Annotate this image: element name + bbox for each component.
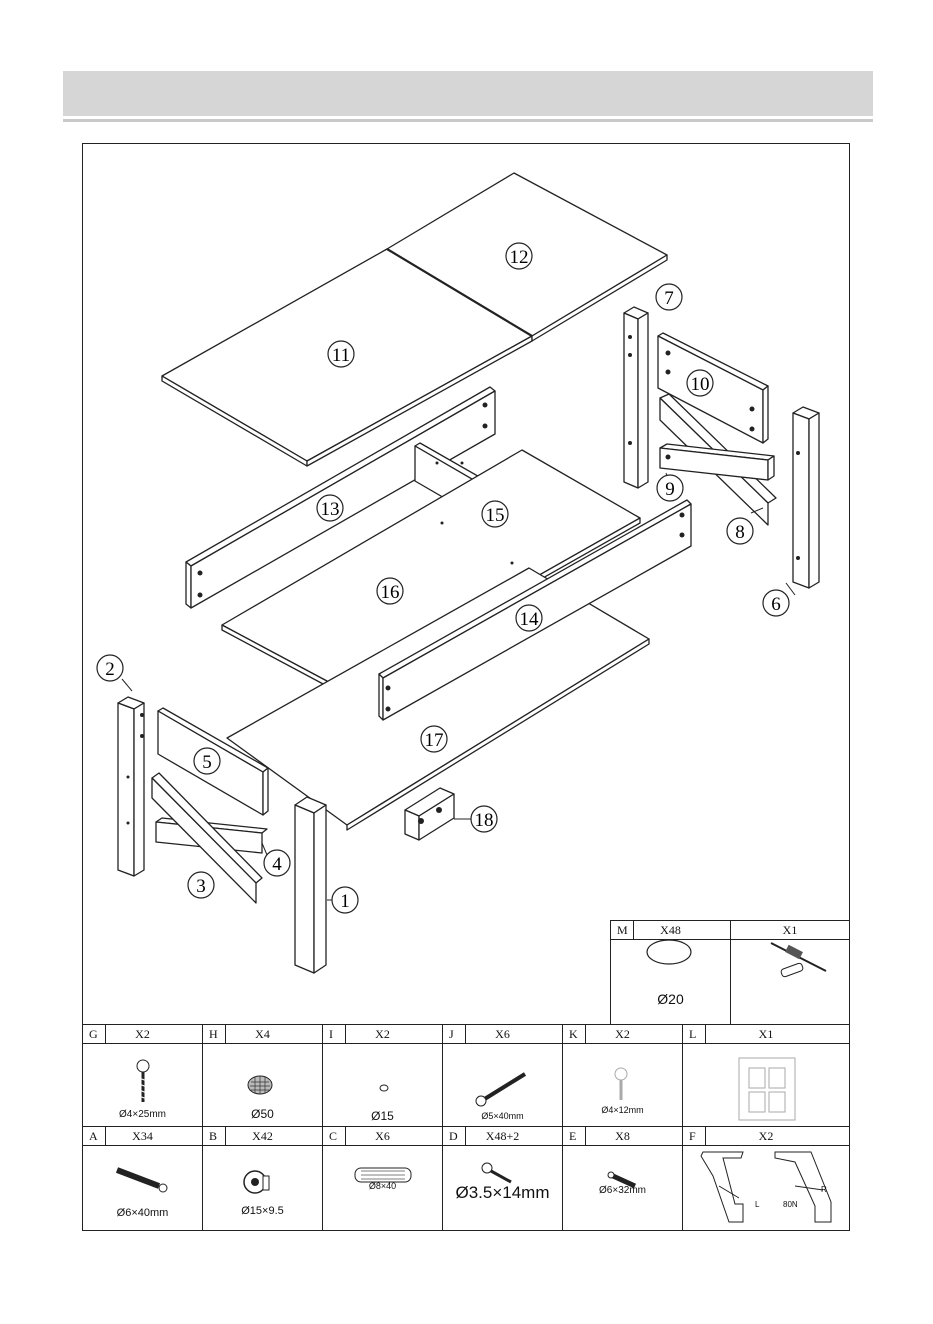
- callout-4: 4: [272, 854, 282, 875]
- leg-1: [295, 797, 326, 973]
- hardware-size: Ø8×40: [323, 1181, 442, 1191]
- callout-1: 1: [340, 891, 350, 912]
- hinge-label-force: 80N: [783, 1200, 798, 1209]
- hardware-qty: X48+2: [443, 1129, 562, 1144]
- callout-6: 6: [771, 594, 781, 615]
- hardware-qty: X8: [563, 1129, 682, 1144]
- header-bar: [63, 71, 873, 116]
- hardware-qty: X2: [83, 1027, 202, 1042]
- hardware-size: Ø50: [203, 1107, 322, 1121]
- callout-11: 11: [332, 345, 350, 366]
- cam-bolt-icon: [83, 1146, 204, 1232]
- header-rule: [63, 119, 873, 122]
- hardware-size: Ø3.5×14mm: [443, 1183, 562, 1203]
- leg-7: [624, 307, 648, 488]
- hardware-cell-m-head: M X48: [611, 921, 730, 940]
- callout-16: 16: [381, 582, 400, 603]
- hardware-size: Ø4×25mm: [83, 1109, 202, 1120]
- hardware-cell-tool: X1: [730, 920, 850, 1025]
- sticker-sheet-icon: [683, 1044, 851, 1128]
- callout-18: 18: [475, 810, 494, 831]
- callout-9: 9: [665, 479, 675, 500]
- hardware-qty: X42: [203, 1129, 322, 1144]
- callout-15: 15: [486, 505, 505, 526]
- hardware-size: Ø15×9.5: [203, 1205, 322, 1217]
- callout-12: 12: [510, 247, 529, 268]
- hardware-qty: X2: [323, 1027, 442, 1042]
- hardware-size: Ø6×40mm: [83, 1207, 202, 1219]
- callout-3: 3: [196, 876, 206, 897]
- short-screw-icon: [563, 1044, 684, 1128]
- callout-2: 2: [105, 659, 115, 680]
- leg-2: [118, 697, 144, 876]
- leg-6: [793, 407, 819, 588]
- hinge-label-left: L: [755, 1200, 759, 1209]
- hinge-label-right: R: [821, 1185, 827, 1194]
- hardware-qty: X34: [83, 1129, 202, 1144]
- hardware-qty: X2: [563, 1027, 682, 1042]
- hardware-size: Ø5×40mm: [443, 1111, 562, 1121]
- exploded-diagram: 1 2 3 4 5 6 7 8 9 10 11 12 13 14 15 16 1…: [82, 143, 850, 1023]
- callout-8: 8: [735, 522, 745, 543]
- hardware-qty: X1: [731, 923, 849, 938]
- hardware-qty: X6: [323, 1129, 442, 1144]
- callout-17: 17: [425, 730, 444, 751]
- callout-5: 5: [202, 752, 212, 773]
- hardware-cell-tool-head: X1: [731, 921, 849, 940]
- hardware-qty: X4: [203, 1027, 322, 1042]
- block-18: [405, 788, 454, 840]
- callout-7: 7: [664, 288, 674, 309]
- hardware-size: Ø4×12mm: [563, 1105, 682, 1115]
- cam-lock-icon: [203, 1146, 324, 1232]
- hardware-qty: X6: [443, 1027, 562, 1042]
- hardware-size: Ø6×32mm: [563, 1185, 682, 1196]
- hardware-cell-m: M X48 Ø20: [610, 920, 731, 1025]
- hardware-size: Ø15: [323, 1109, 442, 1123]
- callout-10: 10: [691, 374, 710, 395]
- hardware-qty: X48: [611, 923, 730, 938]
- hardware-size: Ø20: [611, 991, 730, 1007]
- bar-9: [660, 444, 774, 480]
- callout-13: 13: [321, 499, 340, 520]
- callout-14: 14: [520, 609, 540, 630]
- hardware-qty: X1: [683, 1027, 849, 1042]
- hardware-qty: X2: [683, 1129, 849, 1144]
